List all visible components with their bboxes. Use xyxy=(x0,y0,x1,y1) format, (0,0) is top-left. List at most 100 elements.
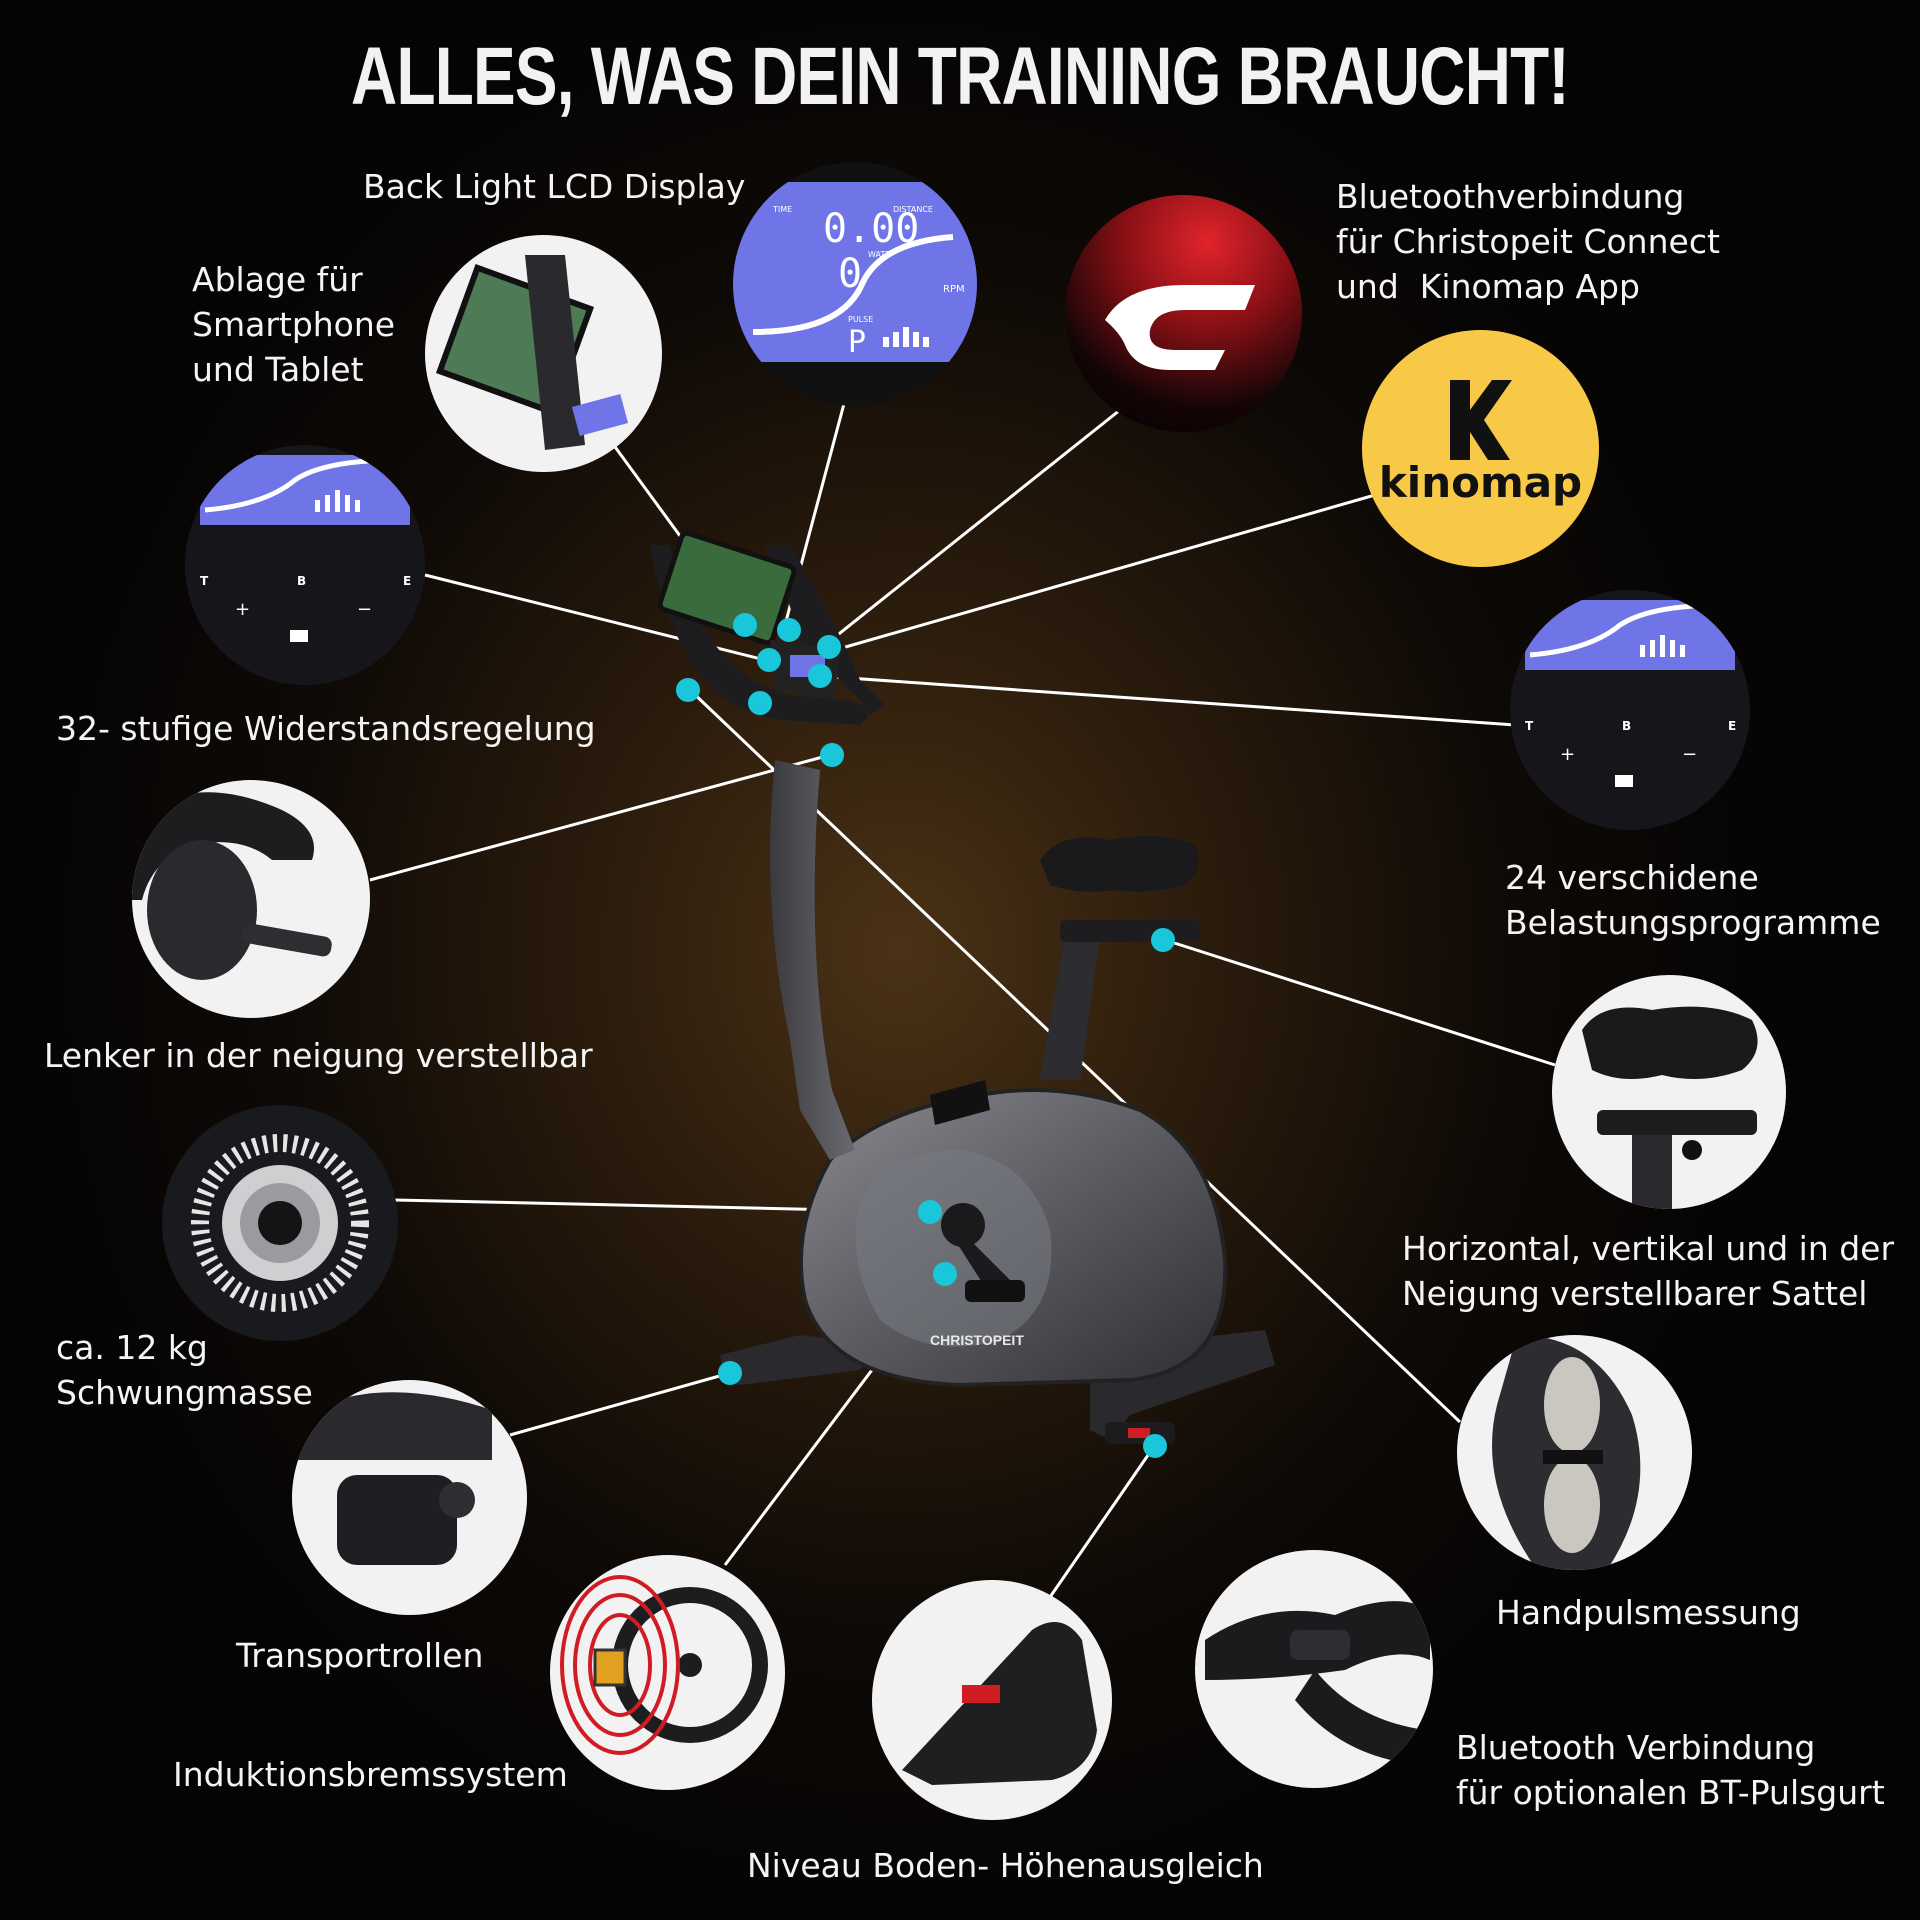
label-line: Bluetoothverbindung xyxy=(1336,177,1685,216)
svg-text:B: B xyxy=(1622,719,1631,733)
label-bluetooth-connect: Bluetoothverbindung für Christopeit Conn… xyxy=(1336,174,1720,309)
handlebar-adjust-circle xyxy=(132,780,370,1018)
hand-pulse-circle xyxy=(1457,1335,1692,1570)
hotspot-dot xyxy=(808,664,832,688)
hotspot-dot xyxy=(676,678,700,702)
page-title: ALLES, WAS DEIN TRAINING BRAUCHT! xyxy=(351,31,1570,122)
induction-brake-icon xyxy=(560,1575,768,1755)
seat-post xyxy=(1040,935,1100,1080)
label-induction-brake: Induktionsbremssystem xyxy=(173,1755,568,1794)
chest-strap-circle xyxy=(1195,1550,1433,1788)
svg-text:RPM: RPM xyxy=(943,284,965,295)
svg-text:TIME: TIME xyxy=(772,205,792,214)
transport-wheel-icon xyxy=(292,1392,492,1565)
console-buttons-icon: T B E + − xyxy=(1525,600,1736,787)
level-adjust-circle xyxy=(872,1580,1112,1820)
pedal xyxy=(965,1280,1025,1302)
hotspot-dot xyxy=(918,1200,942,1224)
label-chest-strap: Bluetooth Verbindung für optionalen BT-P… xyxy=(1456,1725,1885,1815)
svg-text:+: + xyxy=(235,599,250,620)
label-line: ca. 12 kg xyxy=(56,1328,208,1367)
label-flywheel: ca. 12 kg Schwungmasse xyxy=(56,1325,313,1415)
saddle-icon xyxy=(1582,1006,1758,1209)
label-line: Schwungmasse xyxy=(56,1373,313,1412)
transport-wheels-circle xyxy=(292,1380,527,1615)
tablet xyxy=(657,530,797,646)
svg-text:T: T xyxy=(1525,719,1534,733)
christopeit-connect-circle xyxy=(1065,195,1302,432)
label-line: Bluetooth Verbindung xyxy=(1456,1728,1816,1767)
label-tablet-holder: Ablage für Smartphone und Tablet xyxy=(192,257,395,392)
tablet-holder-icon xyxy=(435,255,629,450)
label-resistance: 32- stufige Widerstandsregelung xyxy=(56,709,596,748)
svg-text:DISTANCE: DISTANCE xyxy=(893,205,933,214)
label-transport-wheels: Transportrollen xyxy=(236,1636,484,1675)
hotspot-dot xyxy=(1151,928,1175,952)
label-line: für Christopeit Connect xyxy=(1336,222,1720,261)
label-line: 24 verschidene xyxy=(1505,858,1759,897)
svg-text:P: P xyxy=(848,325,866,360)
label-line: für optionalen BT-Pulsgurt xyxy=(1456,1773,1885,1812)
hotspot-dot xyxy=(820,743,844,767)
hotspot-dot xyxy=(933,1262,957,1286)
hand-pulse-sensor-icon xyxy=(1492,1335,1641,1570)
svg-text:WATT: WATT xyxy=(868,250,890,259)
hotspot-dot xyxy=(757,648,781,672)
tablet-holder-circle xyxy=(425,235,662,472)
kinomap-circle: kinomap xyxy=(1362,330,1599,567)
label-line: Smartphone xyxy=(192,305,396,344)
lcd-icon: 0.00 DISTANCE TIME 0 WATT RPM PULSE P xyxy=(733,182,977,362)
handlebar-tube xyxy=(770,760,855,1160)
flywheel-icon xyxy=(191,1134,369,1312)
hotspot-dot xyxy=(777,618,801,642)
console-buttons-icon: T B E + − xyxy=(200,455,411,642)
hotspot-dot xyxy=(1143,1434,1167,1458)
svg-text:E: E xyxy=(403,574,411,588)
line-sattel xyxy=(1164,938,1556,1067)
kinomap-logo-text: kinomap xyxy=(1378,458,1583,507)
level-foot-red xyxy=(1128,1428,1150,1438)
label-handlebar: Lenker in der neigung verstellbar xyxy=(44,1036,593,1075)
svg-text:E: E xyxy=(1728,719,1736,733)
flywheel-circle xyxy=(162,1105,398,1341)
label-level-adjust: Niveau Boden- Höhenausgleich xyxy=(747,1846,1264,1885)
kinomap-logo-icon xyxy=(1450,380,1512,460)
level-foot-icon xyxy=(902,1622,1097,1785)
svg-text:PULSE: PULSE xyxy=(848,315,873,324)
label-hand-pulse: Handpulsmessung xyxy=(1496,1593,1801,1632)
label-backlight-display: Back Light LCD Display xyxy=(363,167,746,206)
line-niveau xyxy=(1046,1444,1157,1601)
pedal-rear xyxy=(930,1080,990,1125)
hotspot-dot xyxy=(733,613,757,637)
crank-hub xyxy=(941,1203,985,1247)
hotspot-dot xyxy=(718,1361,742,1385)
resistance-console-circle: T B E + − xyxy=(185,445,425,685)
svg-text:T: T xyxy=(200,574,209,588)
line-bluetooth xyxy=(824,408,1121,647)
programs-console-circle: T B E + − xyxy=(1510,590,1750,830)
svg-text:+: + xyxy=(1560,744,1575,765)
label-line: und Kinomap App xyxy=(1336,267,1640,306)
label-saddle: Horizontal, vertikal und in der Neigung … xyxy=(1402,1226,1894,1316)
hotspot-dot xyxy=(748,691,772,715)
label-line: Ablage für xyxy=(192,260,363,299)
svg-text:−: − xyxy=(1682,744,1697,765)
handlebar-right xyxy=(765,545,885,715)
saddle-adjust-circle xyxy=(1552,975,1786,1209)
label-programs: 24 verschidene Belastungsprogramme xyxy=(1505,855,1881,945)
handlebar-knob-icon xyxy=(132,792,332,980)
christopeit-logo-icon xyxy=(1105,285,1255,370)
label-line: Belastungsprogramme xyxy=(1505,903,1881,942)
induction-brake-circle xyxy=(550,1555,785,1790)
line-transportrollen xyxy=(509,1371,731,1437)
saddle xyxy=(1040,836,1199,892)
chest-strap-icon xyxy=(1205,1601,1430,1765)
crank-arm xyxy=(955,1230,1010,1295)
line-kinomap xyxy=(834,493,1376,652)
line-programme xyxy=(819,674,1516,727)
lcd-display-circle: 0.00 DISTANCE TIME 0 WATT RPM PULSE P xyxy=(733,162,977,406)
label-line: Horizontal, vertikal und in der xyxy=(1402,1229,1895,1268)
label-line: Neigung verstellbarer Sattel xyxy=(1402,1274,1868,1313)
